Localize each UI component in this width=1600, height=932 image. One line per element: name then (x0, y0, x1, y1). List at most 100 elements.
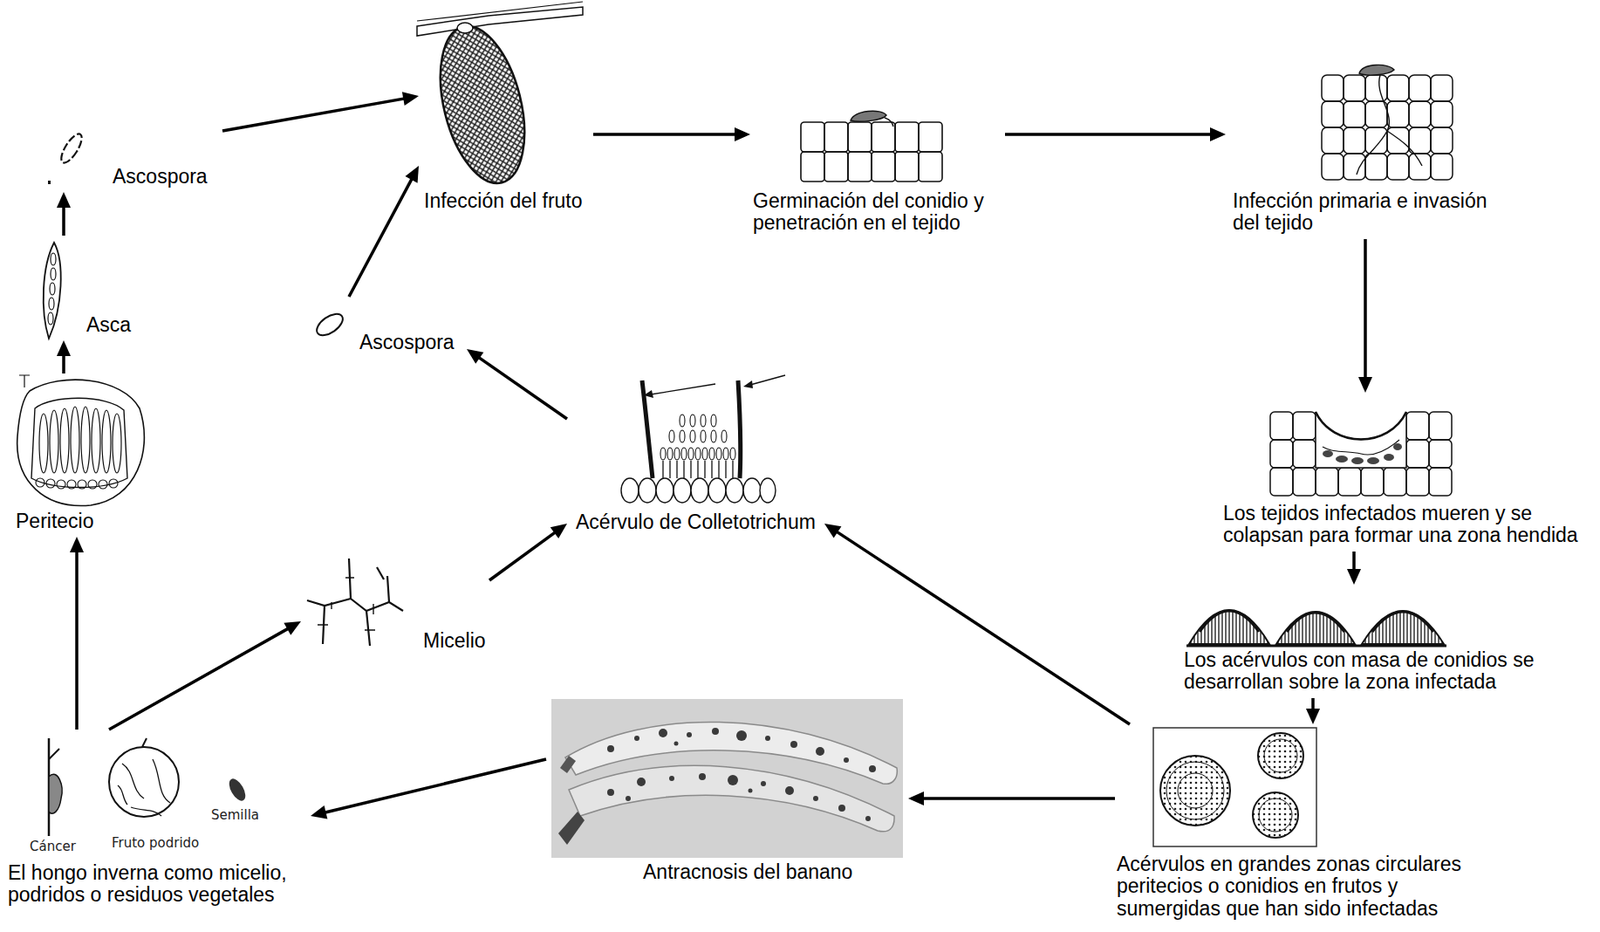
mycelium-drawing-part (307, 558, 404, 646)
overwintering-drawing-part (225, 775, 249, 803)
arrow-head (283, 621, 301, 636)
germinating-conidium-drawing-part (850, 110, 887, 122)
banana-photo-part (765, 735, 771, 741)
acervulus-drawing-part (660, 447, 666, 460)
collapsed-tissue-drawing-part (1270, 439, 1293, 468)
primary-infection-drawing-part (1359, 64, 1395, 76)
collapsed-tissue-drawing-part (1406, 467, 1430, 496)
banana-photo-part (607, 788, 615, 796)
banana-photo (551, 698, 903, 858)
acervulus-drawing-part (702, 447, 708, 460)
cycle-arrow (56, 340, 71, 374)
primary-infection-drawing-part (1343, 75, 1366, 102)
arrow-line (475, 355, 568, 419)
acervulus-drawing-part (711, 430, 717, 443)
primary-infection-drawing-part (1430, 153, 1453, 180)
acervulus-drawing-part (700, 430, 706, 443)
banana-photo-part (785, 786, 794, 795)
infected-fruit-drawing-part (425, 17, 540, 192)
label-holder: Fruto podrido (111, 835, 199, 851)
stage-node: Micelio (300, 551, 490, 657)
banana-photo-part (625, 795, 631, 801)
acervuli-domes-drawing-part (1189, 609, 1270, 644)
primary-infection-drawing-part (1343, 101, 1366, 128)
collapsed-tissue-drawing-part (1338, 467, 1361, 496)
primary-infection-drawing-part (1365, 101, 1388, 128)
perithecium-drawing-part (81, 406, 90, 473)
primary-infection-drawing-part (1387, 153, 1409, 180)
stage-caption: Los tejidos infectados mueren y se colap… (1223, 502, 1590, 548)
circular-lesions-drawing-part (1166, 761, 1224, 820)
collapsed-tissue-drawing-part (1292, 467, 1316, 496)
ascus-drawing-part (47, 312, 54, 325)
label-holder: Semilla (211, 807, 260, 823)
acervulus-drawing-part (730, 447, 736, 460)
acervulus-drawing-part (721, 430, 727, 443)
ascus-drawing-part (49, 282, 55, 295)
acervuli-domes-drawing-part (1286, 612, 1345, 632)
acervulus-drawing-part (711, 414, 717, 427)
part-label: Cáncer (29, 839, 76, 855)
overwintering-drawing-part (142, 738, 147, 747)
stage-node: Ascospora (309, 296, 467, 358)
stage-node: Asca (34, 235, 140, 341)
cycle-arrow (1005, 127, 1226, 142)
primary-infection-drawing-part (1430, 127, 1453, 154)
primary-infection-drawing-part (1408, 101, 1431, 128)
acervulus-drawing-part (638, 478, 657, 503)
stage-caption: Germinación del conidio y penetración en… (752, 190, 1002, 235)
stage-node: Peritecio (10, 373, 155, 537)
circular-lesions-drawing-part (1252, 792, 1299, 838)
arrow-line (222, 97, 409, 131)
primary-infection-drawing-part (1321, 153, 1344, 180)
collapsed-tissue-drawing-part (1383, 467, 1407, 496)
banana-photo-part (558, 811, 585, 845)
acervulus-drawing-part (708, 478, 726, 503)
primary-infection-drawing-part (1343, 127, 1366, 154)
acervulus-drawing-part (690, 478, 709, 503)
primary-infection-drawing-part (1430, 75, 1453, 102)
banana-photo-part (560, 755, 576, 773)
cycle-arrow (310, 758, 547, 820)
ascus-drawing-part (43, 242, 62, 339)
germinating-conidium-drawing-part (871, 151, 896, 182)
perithecium-drawing-part (67, 479, 76, 489)
collapsed-tissue-drawing-part (1367, 457, 1380, 465)
acervulus-drawing-part (690, 414, 696, 427)
part-label: Semilla (211, 807, 260, 823)
acervulus-drawing-part (723, 447, 729, 460)
circular-lesions-drawing-part (1258, 732, 1304, 779)
collapsed-tissue-drawing-part (1429, 411, 1452, 440)
arrow-head (1210, 127, 1226, 142)
ascospore-drawing-part (313, 309, 347, 340)
mycelium-drawing (307, 558, 404, 646)
circular-lesions-drawing-part (1264, 738, 1298, 773)
acervulus-drawing-part (642, 380, 653, 479)
circular-lesions-drawing (1153, 727, 1317, 847)
acervulus-drawing-part (716, 447, 722, 460)
perithecium-drawing-part (109, 478, 118, 488)
arrow-head (734, 127, 751, 142)
acervuli-domes-drawing-part (1372, 611, 1434, 632)
banana-photo-part (686, 731, 692, 738)
stage-node: Antracnosis del banano (546, 693, 909, 888)
collapsed-tissue-drawing-part (1315, 411, 1407, 440)
perithecium-drawing-part (60, 408, 69, 473)
mycelium-drawing-part (317, 577, 376, 630)
arrow-line (75, 547, 79, 730)
banana-photo-part (634, 735, 640, 741)
banana-photo-part (698, 772, 706, 780)
collapsed-tissue-drawing-part (1270, 467, 1293, 496)
stage-node: El hongo inverna como micelio, podridos … (5, 729, 311, 911)
collapsed-tissue-drawing-part (1351, 457, 1364, 465)
banana-photo-part (748, 788, 753, 794)
primary-infection-drawing-part (1321, 101, 1344, 128)
banana-photo-part (607, 745, 615, 753)
stage-caption: Infección primaria e invasión del tejido (1232, 190, 1512, 235)
stage-node: Infección primaria e invasión del tejido (1225, 59, 1518, 240)
acervulus-drawing-part (700, 414, 706, 427)
perithecium-drawing-part (19, 375, 30, 388)
acervulus-drawing-part (669, 430, 675, 443)
